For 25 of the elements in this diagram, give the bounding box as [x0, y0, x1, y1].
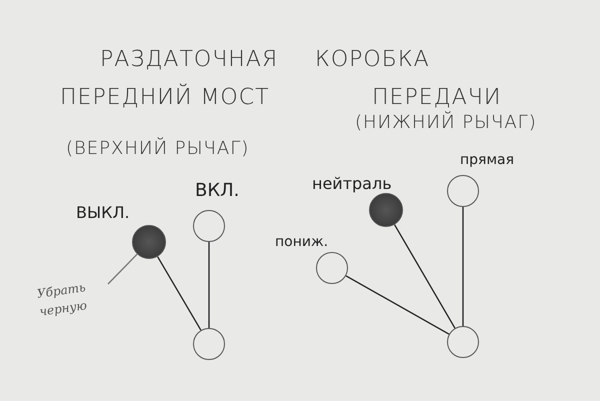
open-circle	[316, 252, 348, 284]
position-label: нейтраль	[312, 174, 392, 193]
heading-text: (НИЖНИЙ РЫЧАГ)	[355, 112, 537, 133]
heading-text: (ВЕРХНИЙ РЫЧАГ)	[66, 138, 250, 159]
filled-circle	[132, 225, 166, 259]
handwritten-note: Убрать черную	[36, 275, 110, 321]
position-label: прямая	[460, 152, 514, 168]
connector-line	[394, 224, 456, 328]
connector-line	[157, 256, 202, 331]
position-label: ВКЛ.	[195, 180, 240, 201]
heading-text: КОРОБКА	[315, 47, 430, 72]
filled-circle	[369, 193, 403, 227]
connector-line	[208, 242, 210, 328]
open-circle	[193, 210, 225, 242]
open-circle	[193, 328, 225, 360]
position-label: пониж.	[275, 234, 328, 250]
open-circle	[447, 175, 479, 207]
leader-line	[108, 254, 138, 284]
heading-text: ПЕРЕДНИЙ МОСТ	[60, 85, 270, 110]
connector-line	[346, 275, 450, 335]
heading-text: РАЗДАТОЧНАЯ	[100, 47, 278, 72]
connector-line	[462, 207, 464, 326]
heading-text: ПЕРЕДАЧИ	[372, 85, 502, 110]
position-label: ВЫКЛ.	[76, 203, 130, 222]
open-circle	[447, 326, 479, 358]
